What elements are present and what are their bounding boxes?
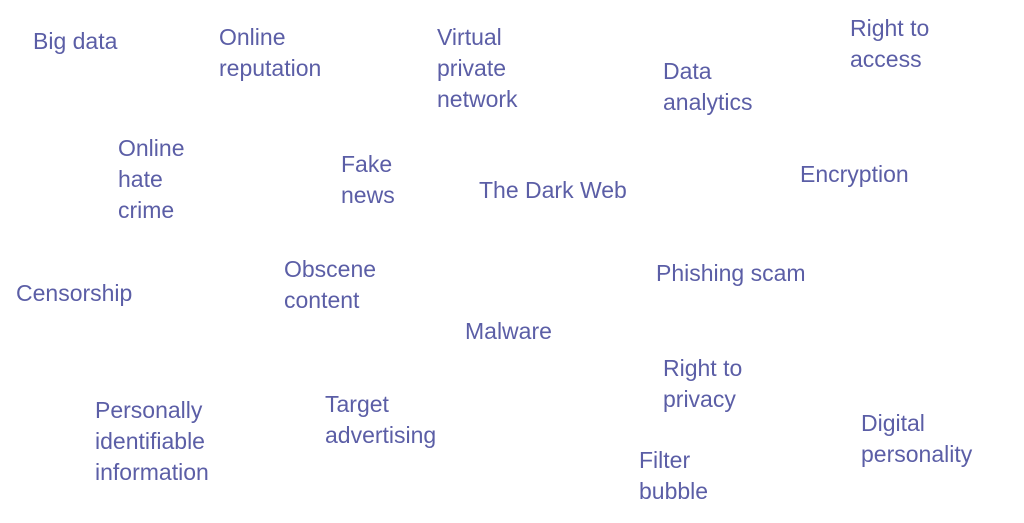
term-virtual-private-network: Virtual private network — [437, 24, 518, 112]
term-online-hate-crime: Online hate crime — [118, 135, 185, 223]
term-big-data: Big data — [33, 28, 118, 54]
term-digital-personality: Digital personality — [861, 410, 973, 467]
term-target-advertising: Target advertising — [325, 391, 437, 448]
term-phishing-scam: Phishing scam — [656, 260, 806, 286]
term-fake-news: Fake news — [341, 151, 395, 208]
term-censorship: Censorship — [16, 280, 133, 306]
term-data-analytics: Data analytics — [663, 58, 753, 115]
term-right-to-access: Right to access — [850, 15, 930, 72]
term-right-to-privacy: Right to privacy — [663, 355, 743, 412]
term-the-dark-web: The Dark Web — [479, 177, 627, 203]
term-filter-bubble: Filter bubble — [639, 447, 709, 504]
term-encryption: Encryption — [800, 161, 909, 187]
term-obscene-content: Obscene content — [284, 256, 377, 313]
term-online-reputation: Online reputation — [219, 24, 322, 81]
term-personally-identifiable-information: Personally identifiable information — [95, 397, 209, 485]
term-malware: Malware — [465, 318, 552, 344]
